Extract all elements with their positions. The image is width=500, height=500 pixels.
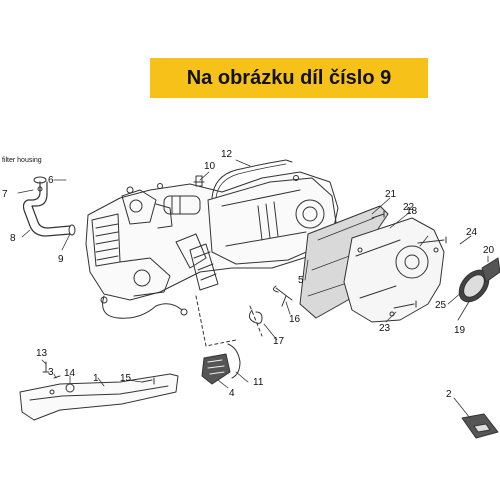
callout-20: 20: [483, 245, 495, 256]
callout-4: 4: [229, 388, 235, 399]
callout-14: 14: [64, 368, 76, 379]
callout-6: 6: [48, 175, 54, 186]
callout-12: 12: [221, 149, 233, 160]
tag-2: [461, 413, 499, 439]
callout-24: 24: [466, 227, 478, 238]
callout-16: 16: [289, 314, 301, 325]
bracket-4: [201, 353, 231, 385]
callout-2: 2: [446, 389, 452, 400]
filter-housing-label: filter housing: [2, 157, 42, 164]
callout-22: 22: [403, 202, 415, 213]
spring-17: [248, 309, 263, 324]
stand-1: [19, 373, 179, 421]
callout-25: 25: [435, 300, 447, 311]
callout-21: 21: [385, 189, 397, 200]
dashed-guide: [195, 295, 263, 347]
callout-10: 10: [204, 161, 216, 172]
cover-grille: [481, 257, 500, 283]
callout-7: 7: [2, 189, 8, 200]
callout-3: 3: [48, 367, 54, 378]
callout-19: 19: [454, 325, 466, 336]
bolt-10: [193, 175, 205, 187]
part-banner: Na obrázku díl číslo 9: [150, 58, 428, 98]
callout-8: 8: [10, 233, 16, 244]
callout-18: 18: [406, 206, 418, 217]
leader-lines: [17, 159, 489, 419]
ring-11: [227, 343, 241, 379]
breather-pipe: [211, 159, 293, 199]
callout-9: 9: [58, 254, 64, 265]
callout-13: 13: [36, 348, 48, 359]
engine-block: [85, 171, 339, 319]
callout-11: 11: [253, 377, 264, 388]
callout-numbers: 1 2 3 4 5 6 7 8 9 10 11 12 13 14 15 16 1…: [2, 149, 495, 400]
callout-15: 15: [120, 373, 132, 384]
callout-17: 17: [273, 336, 285, 347]
callout-23: 23: [379, 323, 391, 334]
callout-5: 5: [298, 275, 304, 286]
callout-1: 1: [93, 373, 99, 384]
filter-hose: [22, 176, 76, 237]
outer-cover: [343, 217, 445, 323]
banner-text: Na obrázku díl číslo 9: [186, 66, 392, 89]
clip-16: [272, 285, 293, 307]
